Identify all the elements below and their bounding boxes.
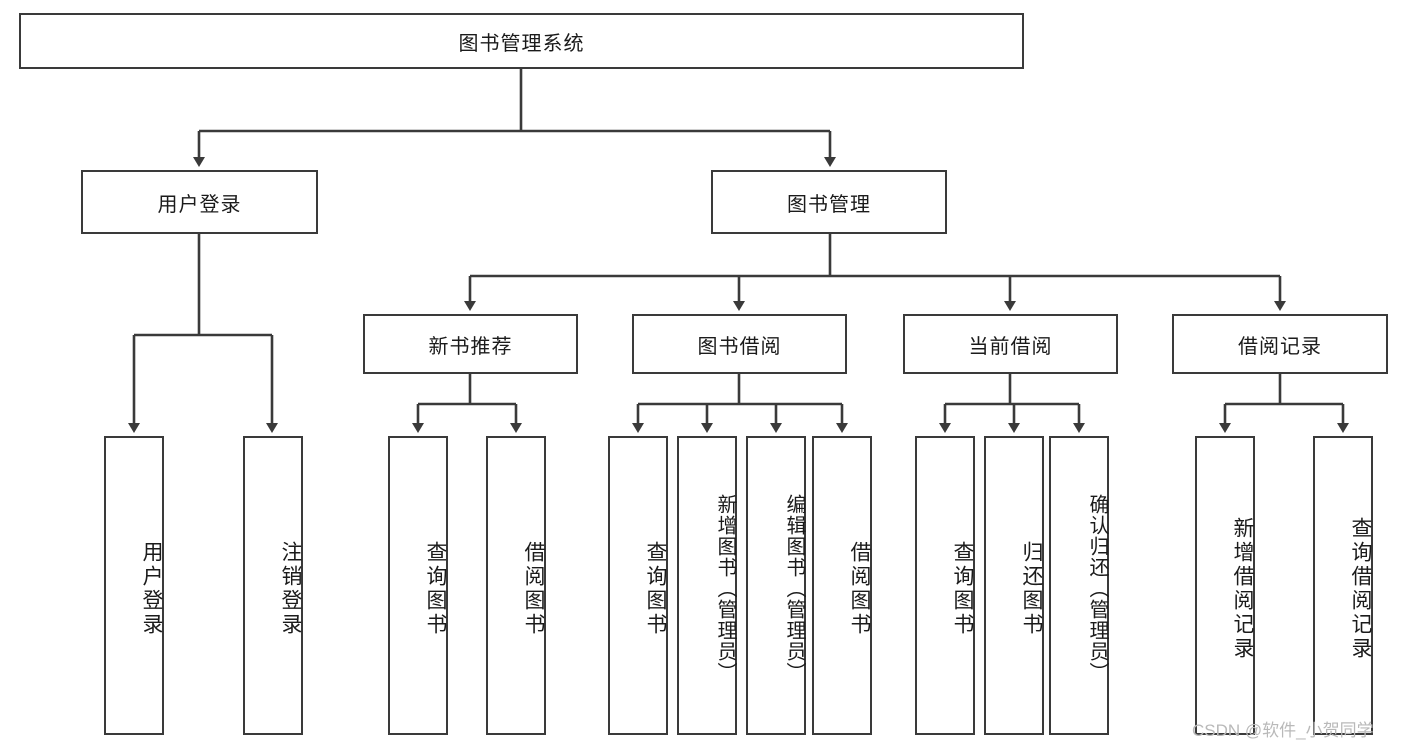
node-leaf-confirm-return-admin[interactable]: 确认归还（管理员） <box>1049 436 1109 735</box>
node-new-book-recommend[interactable]: 新书推荐 <box>363 314 578 374</box>
node-leaf-logout[interactable]: 注销登录 <box>243 436 303 735</box>
node-leaf-add-borrow-record[interactable]: 新增借阅记录 <box>1195 436 1255 735</box>
node-leaf-query-book-current[interactable]: 查询图书 <box>915 436 975 735</box>
node-leaf-query-borrow-record[interactable]: 查询借阅记录 <box>1313 436 1373 735</box>
node-current-borrow[interactable]: 当前借阅 <box>903 314 1118 374</box>
node-book-management[interactable]: 图书管理 <box>711 170 947 234</box>
node-user-login[interactable]: 用户登录 <box>81 170 318 234</box>
node-leaf-add-book-admin[interactable]: 新增图书（管理员） <box>677 436 737 735</box>
node-borrow-record[interactable]: 借阅记录 <box>1172 314 1388 374</box>
node-leaf-query-book-borrow[interactable]: 查询图书 <box>608 436 668 735</box>
node-leaf-user-login[interactable]: 用户登录 <box>104 436 164 735</box>
node-leaf-return-book[interactable]: 归还图书 <box>984 436 1044 735</box>
node-leaf-borrow-book-recommend[interactable]: 借阅图书 <box>486 436 546 735</box>
node-leaf-borrow-book[interactable]: 借阅图书 <box>812 436 872 735</box>
node-leaf-edit-book-admin[interactable]: 编辑图书（管理员） <box>746 436 806 735</box>
node-book-borrow[interactable]: 图书借阅 <box>632 314 847 374</box>
watermark-text: CSDN @软件_小贺同学 <box>1192 721 1374 740</box>
node-root-system[interactable]: 图书管理系统 <box>19 13 1024 69</box>
node-leaf-query-book-recommend[interactable]: 查询图书 <box>388 436 448 735</box>
